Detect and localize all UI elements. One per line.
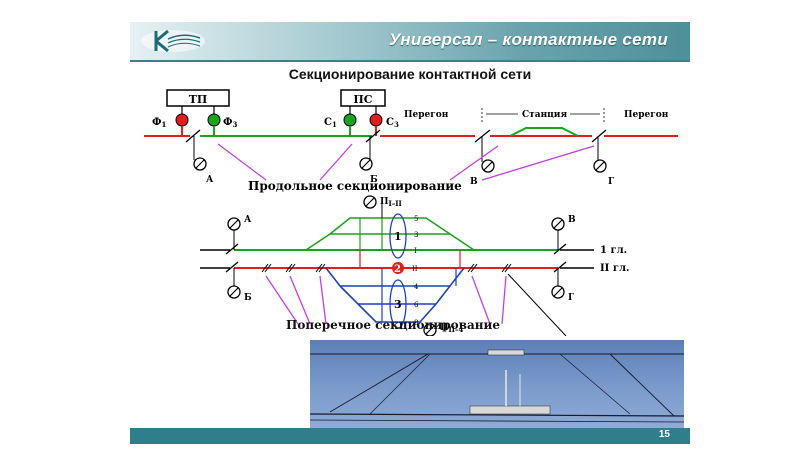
breaker-f3 — [207, 113, 221, 127]
track-label-I: I — [414, 247, 417, 255]
label-peregon-left: Перегон — [404, 110, 449, 120]
track-label-6: 6 — [414, 301, 419, 309]
catenary-photo — [309, 340, 685, 428]
company-logo — [141, 29, 205, 53]
label-line-2: II гл. — [600, 263, 630, 274]
group-2-marker — [392, 262, 404, 274]
label-f3: Ф3 — [223, 117, 238, 129]
ps-box — [340, 89, 386, 107]
transverse-diagram: 1 2 3 5 3 I II 4 6 8 А — [200, 195, 630, 336]
group-1-ellipse — [389, 213, 407, 259]
ps-label: ПС — [353, 93, 372, 106]
label-c1: С1 — [324, 117, 337, 129]
label-line-1: 1 гл. — [600, 245, 627, 256]
label-g-top: Г — [608, 177, 615, 187]
header-bar: Универсал – контактные сети — [130, 22, 690, 62]
track-label-5: 5 — [414, 215, 418, 223]
label-b-bottom: Б — [244, 293, 252, 303]
label-f1: Ф1 — [152, 117, 167, 129]
footer-bar: 15 — [130, 428, 690, 444]
label-v-top: В — [470, 177, 478, 187]
breaker-f1 — [175, 113, 189, 127]
page-number: 15 — [658, 429, 670, 440]
track-label-4: 4 — [414, 283, 419, 291]
label-v-bottom: В — [568, 215, 576, 225]
slide-title: Секционирование контактной сети — [288, 66, 532, 82]
label-station: Станция — [522, 110, 567, 120]
tp-label: ТП — [189, 93, 208, 106]
label-a-bottom: А — [244, 215, 252, 225]
header-title: Универсал – контактные сети — [388, 30, 668, 49]
label-b-top: Б — [370, 175, 378, 185]
label-p-bottom: ПII–4 — [440, 323, 464, 334]
track-label-II: II — [412, 265, 418, 273]
longitudinal-diagram: ТП ПС Ф1 Ф3 С1 С3 — [144, 89, 678, 193]
tp-box — [166, 89, 230, 107]
label-p-top: ПI–II — [380, 197, 402, 208]
group-3-ellipse — [389, 279, 407, 329]
label-longitudinal: Продольное секционирование — [248, 179, 462, 193]
label-transverse: Поперечное секционирование — [286, 318, 501, 332]
breaker-c1 — [343, 113, 357, 127]
label-peregon-right: Перегон — [624, 110, 669, 120]
label-group-2: 2 — [394, 264, 401, 275]
slide: Универсал – контактные сети Секционирова… — [130, 22, 690, 444]
station-siding — [509, 127, 579, 137]
label-group-3: 3 — [394, 298, 402, 311]
track-label-3: 3 — [414, 231, 418, 239]
label-c3: С3 — [386, 117, 399, 129]
label-a-top: А — [206, 175, 214, 185]
breaker-c3 — [369, 113, 383, 127]
label-g-bottom: Г — [568, 293, 575, 303]
track-label-8: 8 — [414, 319, 418, 327]
catenary-wires — [309, 349, 685, 423]
label-group-1: 1 — [394, 230, 402, 243]
